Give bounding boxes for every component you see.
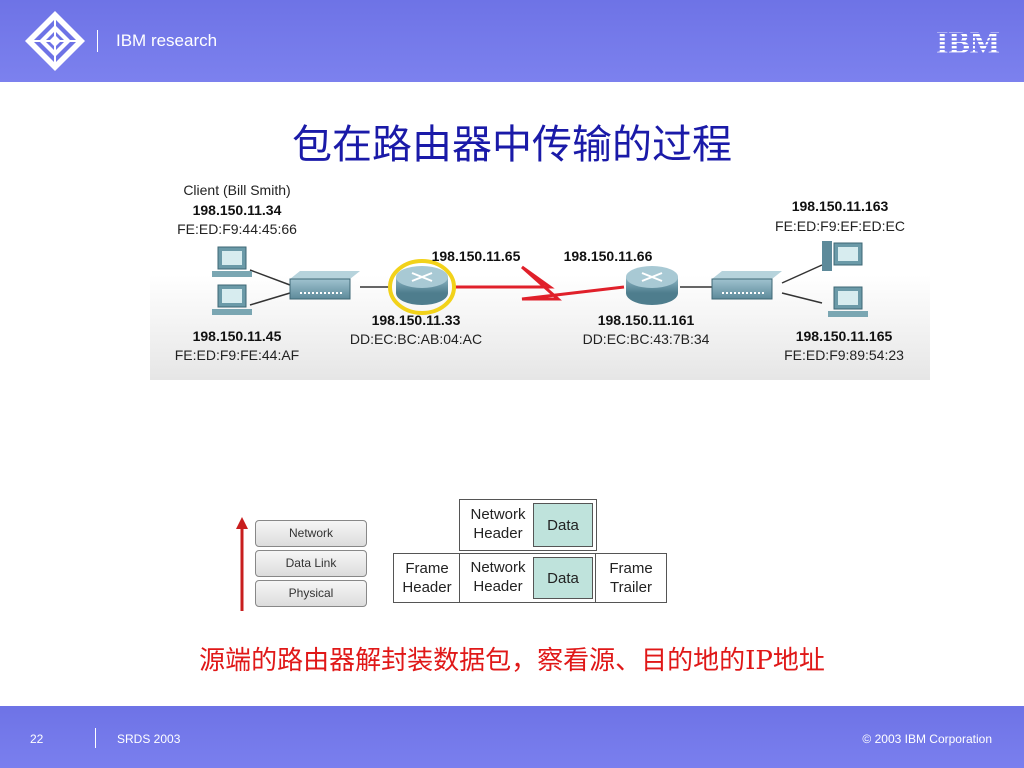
switch-left (289, 271, 360, 300)
layer-network: Network (255, 520, 367, 547)
layer-physical: Physical (255, 580, 367, 607)
router2-wan-ip: 198.150.11.66 (564, 248, 653, 264)
slide-title: 包在路由器中传输的过程 (292, 122, 732, 168)
header-bar: IBM research IBM (0, 0, 1024, 82)
lan-links-right (680, 264, 823, 304)
svg-text:IBM: IBM (936, 26, 1000, 56)
host-top-right-mac: FE:ED:F9:EF:ED:EC (775, 218, 905, 234)
slide-caption: 源端的路由器解封装数据包，察看源、目的地的IP地址 (199, 646, 825, 676)
router2-lan-ip: 198.150.11.161 (598, 312, 695, 328)
host-bottom-right-mac: FE:ED:F9:89:54:23 (784, 347, 904, 363)
up-arrow-icon (236, 517, 248, 611)
footer-copyright: © 2003 IBM Corporation (862, 732, 992, 746)
layer-data-link: Data Link (255, 550, 367, 577)
footer-bar: 22 SRDS 2003 © 2003 IBM Corporation (0, 706, 1024, 768)
pc-host-top-right (822, 241, 863, 271)
router-2 (626, 266, 678, 305)
footer-separator (95, 728, 96, 748)
pc-host-bottom-left (212, 284, 252, 315)
packet-data: Data (533, 503, 593, 547)
host-bottom-left-ip: 198.150.11.45 (193, 328, 282, 344)
header-separator (97, 30, 98, 52)
host-bottom-right-ip: 198.150.11.165 (796, 328, 893, 344)
router1-lan-mac: DD:EC:BC:AB:04:AC (350, 331, 482, 347)
router1-wan-ip: 198.150.11.65 (432, 248, 521, 264)
router1-lan-ip: 198.150.11.33 (372, 312, 461, 328)
client-name-label: Client (Bill Smith) (183, 182, 290, 198)
header-brand-text: IBM research (116, 31, 218, 50)
host-top-right-ip: 198.150.11.163 (792, 198, 889, 214)
host-top-left-mac: FE:ED:F9:44:45:66 (177, 221, 297, 237)
pc-host-top-left (212, 246, 252, 277)
router2-lan-mac: DD:EC:BC:43:7B:34 (583, 331, 710, 347)
ibm-logo-icon: IBM (936, 26, 1000, 56)
lan-links-left (249, 269, 392, 306)
footer-left-text: SRDS 2003 (117, 732, 181, 746)
osi-layer-stack: Network Data Link Physical (230, 505, 370, 611)
pc-host-bottom-right (828, 286, 868, 317)
wan-serial-link (452, 265, 625, 301)
switch-right (711, 271, 782, 300)
frame-data: Data (533, 557, 593, 599)
ibm-research-logo-icon (25, 11, 85, 71)
page-number: 22 (30, 732, 44, 746)
router-1-highlighted (388, 259, 456, 315)
network-diagram: Client (Bill Smith) 198.150.11.34 FE:ED:… (150, 182, 930, 380)
host-top-left-ip: 198.150.11.34 (193, 202, 282, 218)
host-bottom-left-mac: FE:ED:F9:FE:44:AF (175, 347, 299, 363)
